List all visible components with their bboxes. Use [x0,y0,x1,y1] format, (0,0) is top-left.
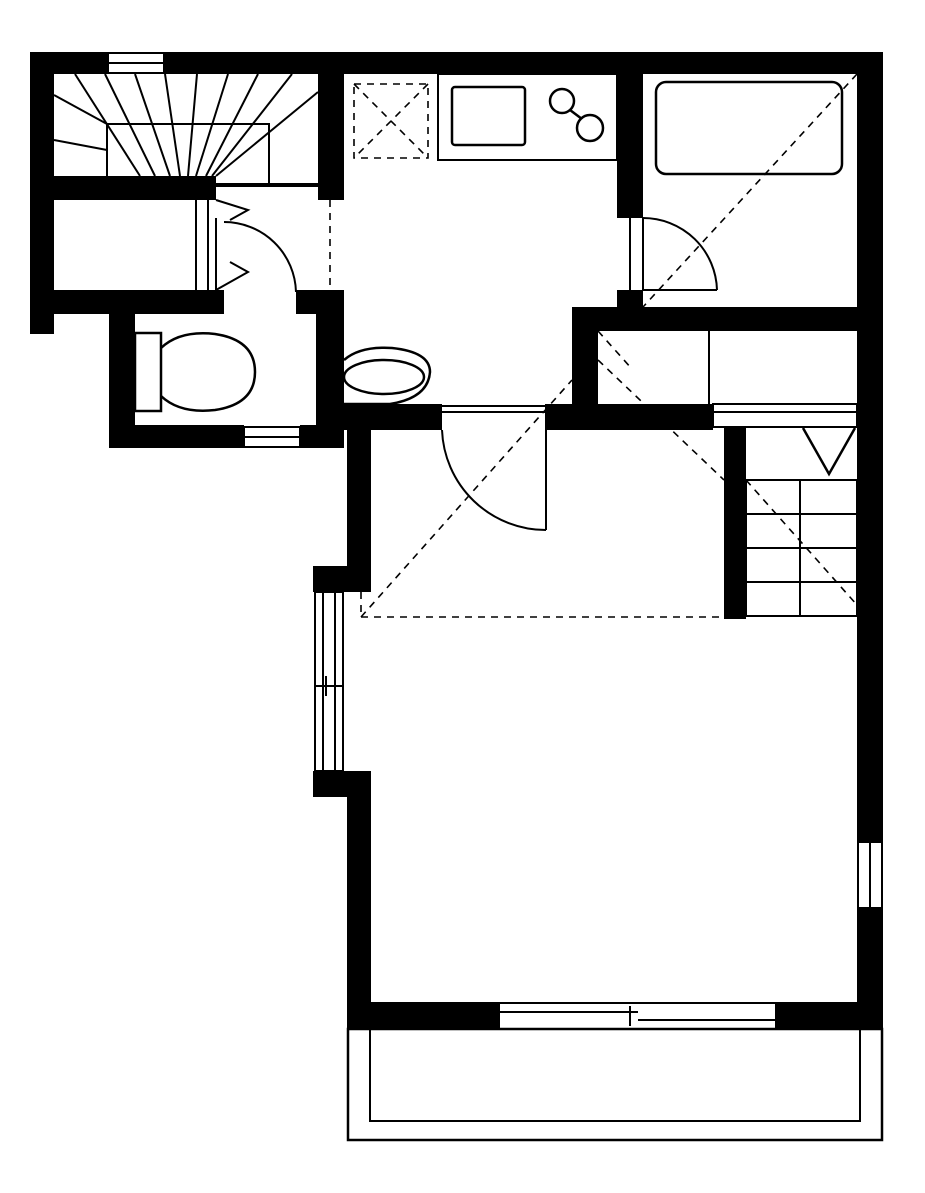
wall-living-top-left [344,404,442,430]
counter [437,73,618,161]
wall-kitchen-bath-low [617,290,643,308]
windows [107,52,883,1030]
storage [195,185,331,293]
stove [548,87,605,143]
wall-living-left-upper [347,427,371,567]
toilet-bowl [133,331,257,413]
wall-right-upper [857,52,883,842]
window-stair [107,52,165,74]
wall-bottom-left [347,1002,499,1030]
bathroom [629,73,858,308]
wall-toilet-bottom-left [109,425,244,448]
wall-bay-top [313,566,371,592]
bathtub [654,80,844,176]
sliding-door-balcony [498,1002,777,1030]
kitchen [353,73,618,161]
wall-stairs-right [724,427,746,619]
wall-kitchen-bath [617,52,643,218]
wall-bottom-right [776,1002,883,1030]
walls [30,52,883,1030]
wall-toilet-right [316,290,344,448]
wall-stair-kitchen [318,52,344,200]
straight-stairs [745,427,858,617]
living-room [360,379,724,618]
wall-stair-bottom [30,176,216,200]
closet [597,330,858,481]
wall-living-top-right [545,404,713,430]
spiral-stairs [53,73,319,185]
balcony [346,1027,884,1142]
appliance [353,83,429,159]
wall-living-left-lower [347,796,371,1030]
washbasin [342,346,432,406]
window-bay [314,591,344,772]
wall-top [30,52,883,74]
window-right [857,841,883,909]
wall-bath-bottom [572,307,883,331]
window-toilet [243,426,301,448]
toilet-room [133,331,432,413]
wall-bay-bottom [313,771,371,797]
sink [450,85,527,147]
wall-storage-bottom [30,290,224,314]
